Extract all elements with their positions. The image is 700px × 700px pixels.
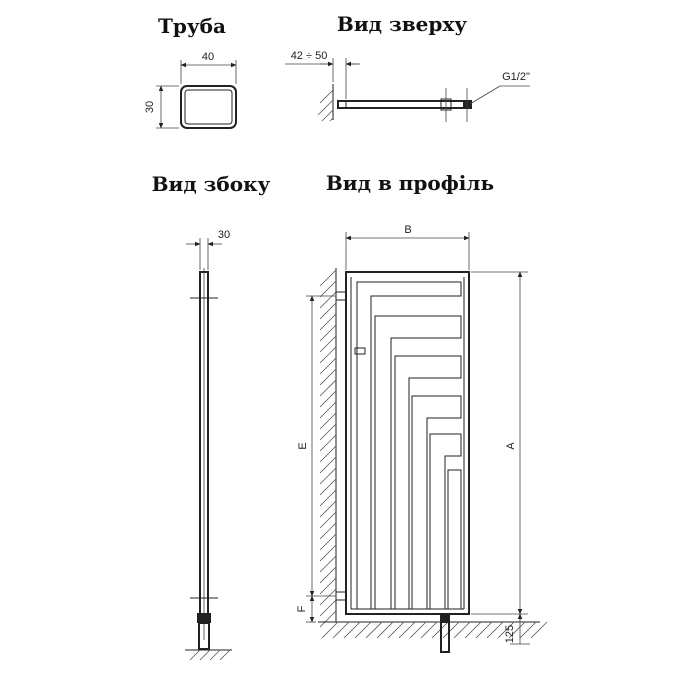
wall-hatch-line: [319, 566, 337, 584]
floor-hatch-line: [409, 621, 427, 639]
floor-hatch-line: [508, 621, 526, 639]
bottom-offset-label: 125: [504, 625, 516, 643]
wall-hatch-line: [319, 313, 337, 331]
floor-hatch-line: [530, 621, 548, 639]
offset-f-label: F: [296, 605, 308, 612]
floor-hatch-line: [420, 621, 438, 639]
wall-hatch-line: [319, 577, 337, 595]
wall-hatch-line: [319, 346, 337, 364]
wall-hatch-line: [319, 423, 337, 441]
width-b-label: B: [404, 224, 411, 236]
wall-hatch-line: [319, 269, 337, 287]
wall-hatch-line: [319, 335, 337, 353]
floor-hatch-line: [475, 621, 493, 639]
floor-hatch-line: [486, 621, 504, 639]
wall-hatch-line: [319, 412, 337, 430]
floor-hatch-line: [387, 621, 405, 639]
wall-distance-label: 42 ÷ 50: [291, 50, 328, 62]
wall-hatch-line: [319, 445, 337, 463]
wall-hatch-line: [319, 357, 337, 375]
wall-hatch-line: [319, 500, 337, 518]
wall-hatch-line: [319, 390, 337, 408]
wall-hatch-line: [319, 379, 337, 397]
pipe-cross-section: [156, 60, 237, 129]
wall-hatch-line: [319, 533, 337, 551]
wall-hatch-line: [319, 456, 337, 474]
pipe-width-label: 40: [202, 51, 214, 63]
wall-hatch-line: [319, 401, 337, 419]
floor-hatch-line: [453, 621, 471, 639]
floor-hatch-line: [398, 621, 416, 639]
floor-hatch-line: [497, 621, 515, 639]
side-depth-label: 30: [218, 229, 230, 241]
profile-view-drawing: [306, 232, 548, 653]
wall-hatch-line: [319, 368, 337, 386]
top-view-drawing: [285, 58, 530, 122]
floor-hatch-line: [354, 621, 372, 639]
wall-hatch-line: [319, 467, 337, 485]
top-view-title: Вид зверху: [337, 12, 467, 36]
wall-hatch-line: [319, 434, 337, 452]
floor-hatch-line: [376, 621, 394, 639]
wall-hatch-line: [319, 291, 337, 309]
wall-hatch-line: [319, 555, 337, 573]
wall-hatch-line: [319, 610, 337, 628]
wall-hatch-line: [319, 522, 337, 540]
wall-hatch-line: [319, 489, 337, 507]
pipe-height-label: 30: [144, 101, 156, 113]
wall-hatch-line: [319, 324, 337, 342]
floor-hatch-line: [519, 621, 537, 639]
side-view-drawing: [185, 238, 232, 661]
axis-e-label: E: [297, 442, 309, 449]
pipe-title: Труба: [158, 14, 226, 38]
wall-hatch-line: [319, 588, 337, 606]
floor-hatch-line: [321, 621, 339, 639]
floor-hatch-line: [365, 621, 383, 639]
thread-label: G1/2": [502, 71, 530, 83]
wall-hatch-line: [319, 280, 337, 298]
floor-hatch-line: [332, 621, 350, 639]
floor-hatch-line: [343, 621, 361, 639]
profile-view-title: Вид в профіль: [326, 171, 494, 195]
height-a-label: A: [505, 442, 517, 450]
wall-hatch-line: [319, 302, 337, 320]
wall-hatch-line: [319, 478, 337, 496]
wall-hatch-line: [319, 599, 337, 617]
floor-hatch-line: [442, 621, 460, 639]
wall-hatch-line: [319, 544, 337, 562]
floor-hatch-line: [464, 621, 482, 639]
wall-hatch-line: [319, 511, 337, 529]
side-view-title: Вид збоку: [152, 172, 271, 196]
